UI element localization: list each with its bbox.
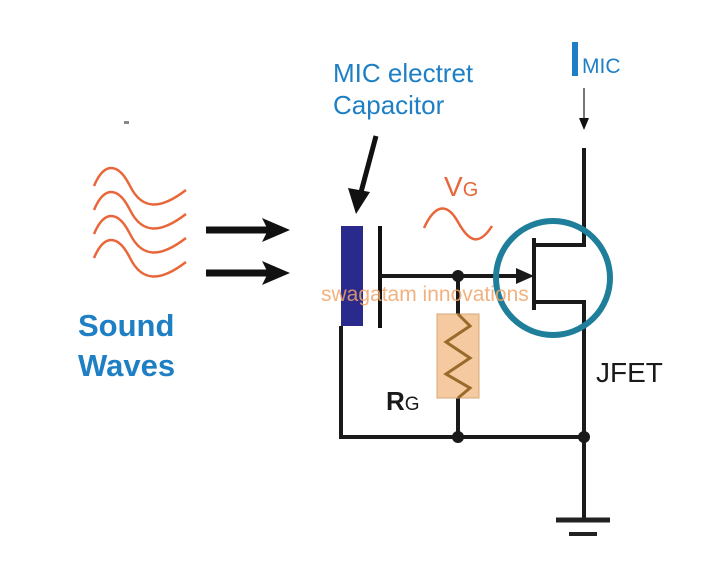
- sound-waves-label-line1: Sound: [78, 308, 174, 343]
- ground-icon: [556, 517, 610, 536]
- imic-label-bar: [572, 42, 578, 76]
- junction-dot-source: [578, 431, 590, 443]
- vg-wave-icon: [422, 207, 494, 241]
- jfet-circle: [493, 218, 613, 338]
- sound-arrows-icon: [206, 218, 290, 285]
- vg-label: VG: [444, 171, 478, 202]
- gate-resistor-body: [436, 313, 480, 399]
- mic-pointer-arrow-icon: [348, 135, 379, 214]
- jfet-gate-arrow-icon: [516, 268, 534, 284]
- circuit-wires: [339, 148, 586, 520]
- sound-waves-icon: [92, 166, 187, 278]
- sound-waves-label-line2: Waves: [78, 348, 175, 383]
- rg-label-main: R: [386, 386, 405, 416]
- capacitor-electret-plate: [341, 226, 363, 326]
- rg-label-sub: G: [405, 394, 420, 415]
- mic-electret-label-line2: Capacitor: [333, 90, 445, 120]
- jfet-label: JFET: [596, 357, 663, 388]
- rg-label: RG: [386, 386, 420, 416]
- junction-dot-resistor-bottom: [452, 431, 464, 443]
- watermark-text: swagatam innovations: [321, 283, 529, 306]
- imic-arrowhead-icon: [579, 118, 589, 130]
- vg-label-main: V: [444, 171, 463, 202]
- imic-label-sub: MIC: [582, 55, 621, 78]
- gate-resistor-zigzag-icon: [443, 312, 473, 400]
- stray-mark: [124, 121, 129, 124]
- vg-label-sub: G: [463, 179, 479, 201]
- mic-electret-label-line1: MIC electret: [333, 58, 474, 88]
- junction-dot-gate: [452, 270, 464, 282]
